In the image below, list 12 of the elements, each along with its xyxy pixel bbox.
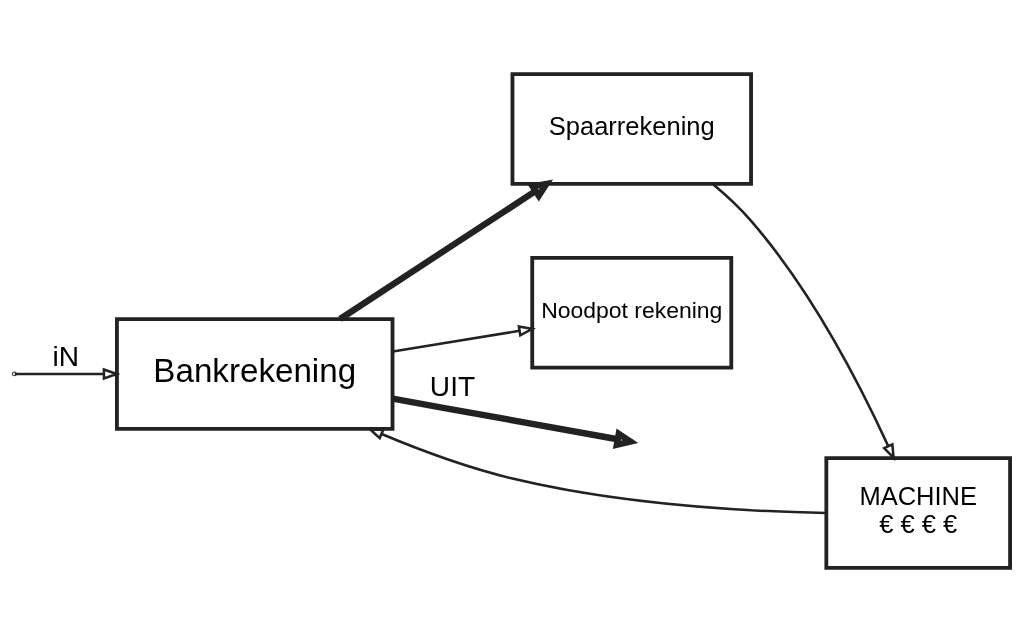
edge-label: UIT bbox=[429, 370, 476, 402]
edge-label: iN bbox=[52, 340, 80, 372]
arrow bbox=[712, 182, 896, 461]
arrow bbox=[392, 324, 536, 353]
arrow bbox=[338, 179, 554, 322]
node-box: MACHINE € € € € bbox=[824, 455, 1012, 570]
node-box: Bankrekening bbox=[115, 316, 395, 431]
arrow bbox=[15, 367, 121, 380]
arrow bbox=[366, 426, 827, 514]
node-box: Spaarrekening bbox=[510, 71, 753, 186]
arrow bbox=[392, 395, 639, 449]
node-box: Noodpot rekening bbox=[530, 255, 734, 369]
